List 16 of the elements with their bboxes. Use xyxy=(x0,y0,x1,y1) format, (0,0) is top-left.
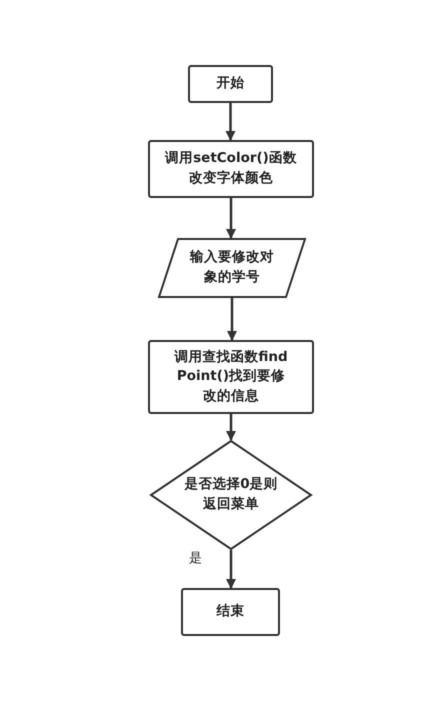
process-box xyxy=(148,140,314,198)
process-box xyxy=(188,65,273,103)
process-box xyxy=(181,588,280,636)
node-text: 调用setColor()函数改变字体颜色 xyxy=(164,149,298,188)
arrow xyxy=(227,298,237,341)
node-text: 结束 xyxy=(215,602,246,622)
node-text: 是否选择0是则返回菜单 xyxy=(183,475,279,514)
node-text: 开始 xyxy=(216,74,246,94)
edge-label: 是 xyxy=(189,552,202,565)
process-box xyxy=(148,340,314,414)
arrow xyxy=(226,550,236,589)
arrow xyxy=(226,414,236,441)
node-text: 输入要修改对象的学号 xyxy=(188,248,275,287)
node-text: 调用查找函数findPoint()找到要修改的信息 xyxy=(173,348,289,406)
arrow xyxy=(226,198,236,239)
arrow xyxy=(226,103,236,141)
